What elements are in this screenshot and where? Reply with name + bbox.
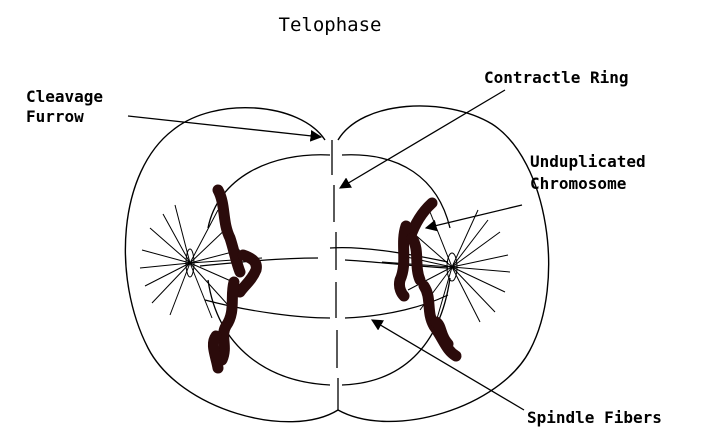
label-cleavage-furrow-line1: Cleavage bbox=[26, 87, 103, 106]
arrow-cleavage-furrow bbox=[128, 116, 321, 137]
right-chromosome-right bbox=[412, 238, 420, 280]
arrow-unduplicated-chromosome bbox=[426, 205, 522, 228]
left-chromosome-mid bbox=[222, 282, 234, 360]
contractile-ring-line bbox=[332, 140, 338, 410]
diagram-title: Telophase bbox=[279, 14, 382, 36]
label-contractile-ring: Contractle Ring bbox=[484, 68, 629, 87]
label-unduplicated-line1: Unduplicated bbox=[530, 152, 646, 171]
arrow-contractile-ring bbox=[340, 90, 505, 188]
arrow-spindle-fibers bbox=[372, 320, 524, 410]
label-cleavage-furrow-line2: Furrow bbox=[26, 107, 84, 126]
left-chromosome-lower bbox=[213, 336, 218, 368]
left-chromosome-upper bbox=[218, 190, 240, 272]
label-spindle-fibers: Spindle Fibers bbox=[527, 408, 662, 427]
label-unduplicated-line2: Chromosome bbox=[530, 174, 626, 193]
right-cell-half bbox=[338, 106, 549, 422]
right-chromosome-left bbox=[399, 226, 406, 296]
chromosomes bbox=[213, 190, 456, 368]
inner-ring-upper-right bbox=[342, 155, 450, 228]
